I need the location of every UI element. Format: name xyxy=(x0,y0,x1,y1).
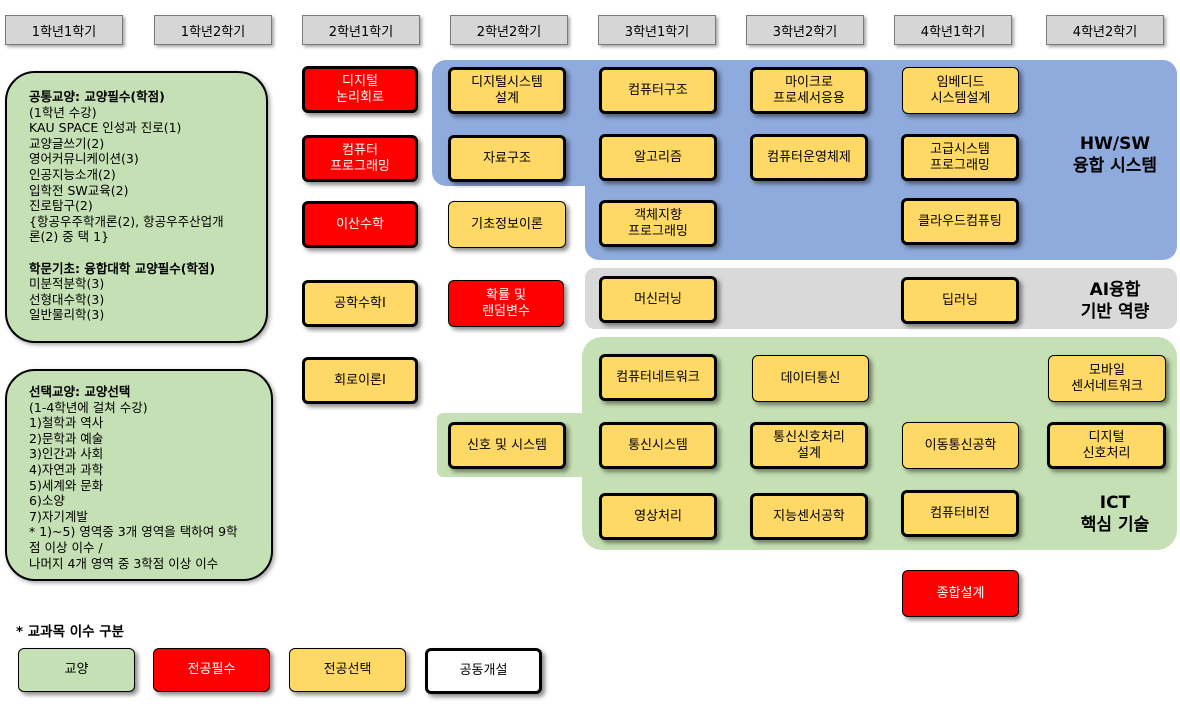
course-data-communication[interactable]: 데이터통신 xyxy=(752,355,869,402)
track-label-ai: AI융합 기반 역량 xyxy=(1080,280,1150,322)
elective-line: 나머지 4개 영역 중 3학점 이상 이수 xyxy=(29,555,219,571)
course-embedded-system[interactable]: 임베디드 시스템설계 xyxy=(902,67,1019,114)
course-computer-network[interactable]: 컴퓨터네트워크 xyxy=(599,354,717,401)
elective-line: 6)소양 xyxy=(29,493,65,509)
semester-header-4-2: 4학년2학기 xyxy=(1046,15,1164,45)
course-mobile-sensor-network[interactable]: 모바일 센서네트워크 xyxy=(1048,355,1166,402)
semester-header-1-1: 1학년1학기 xyxy=(5,15,123,45)
course-microprocessor[interactable]: 마이크로 프로세서응용 xyxy=(750,67,868,114)
elective-line: 1)철학과 역사 xyxy=(29,415,104,431)
course-communication-signal-processing[interactable]: 통신신호처리 설계 xyxy=(750,422,868,469)
general-line: 교양글쓰기(2) xyxy=(29,135,105,151)
legend-joint-offered: 공동개설 xyxy=(425,648,542,694)
semester-header-3-2: 3학년2학기 xyxy=(746,15,864,45)
general-education-heading: 공통교양: 교양필수(학점) xyxy=(29,89,165,104)
course-engineering-math[interactable]: 공학수학I xyxy=(302,280,418,327)
semester-header-2-1: 2학년1학기 xyxy=(302,15,420,45)
general-line: 인공지능소개(2) xyxy=(29,166,116,182)
course-signals-systems[interactable]: 신호 및 시스템 xyxy=(448,422,566,469)
semester-header-3-1: 3학년1학기 xyxy=(598,15,716,45)
course-algorithms[interactable]: 알고리즘 xyxy=(599,134,717,181)
course-probability-random[interactable]: 확률 및 랜덤변수 xyxy=(448,280,564,327)
elective-line: * 1)~5) 영역중 3개 영역을 택하여 9학 xyxy=(29,524,238,540)
course-discrete-math[interactable]: 이산수학 xyxy=(302,201,418,248)
legend-general-education: 교양 xyxy=(18,648,135,692)
course-image-processing[interactable]: 영상처리 xyxy=(599,493,717,540)
course-circuit-theory[interactable]: 회로이론I xyxy=(302,357,418,404)
general-line: 진로탐구(2) xyxy=(29,198,93,214)
elective-line: 7)자기계발 xyxy=(29,508,88,524)
track-label-hwsw: HW/SW 융합 시스템 xyxy=(1072,134,1158,176)
foundation-line: 선형대수학(3) xyxy=(29,291,105,307)
general-line: {항공우주학개론(2), 항공우주산업개 xyxy=(29,213,224,229)
foundation-heading: 학문기초: 융합대학 교양필수(학점) xyxy=(29,260,216,276)
legend-title: * 교과목 이수 구분 xyxy=(16,624,125,640)
elective-line: 2)문학과 예술 xyxy=(29,430,104,446)
course-communication-system[interactable]: 통신시스템 xyxy=(599,422,717,469)
foundation-line: 일반물리학(3) xyxy=(29,307,105,323)
course-mobile-communication[interactable]: 이동통신공학 xyxy=(902,422,1019,469)
elective-line: (1-4학년에 걸쳐 수강) xyxy=(29,399,148,415)
elective-line: 점 이상 이수 / xyxy=(29,539,103,555)
course-oop[interactable]: 객체지향 프로그래밍 xyxy=(599,200,717,247)
general-education-panel: 공통교양: 교양필수(학점) (1학년 수강) KAU SPACE 인성과 진로… xyxy=(5,71,268,343)
course-intelligent-sensor[interactable]: 지능센서공학 xyxy=(750,493,868,540)
elective-heading: 선택교양: 교양선택 xyxy=(29,384,131,399)
course-advanced-system-programming[interactable]: 고급시스템 프로그래밍 xyxy=(901,134,1019,181)
general-line: (1학년 수강) xyxy=(29,104,97,120)
course-digital-signal-processing[interactable]: 디지털 신호처리 xyxy=(1047,422,1166,469)
course-capstone-design[interactable]: 종합설계 xyxy=(902,570,1019,617)
course-digital-logic[interactable]: 디지털 논리회로 xyxy=(302,66,418,113)
foundation-line: 미분적분학(3) xyxy=(29,276,105,292)
course-machine-learning[interactable]: 머신러닝 xyxy=(599,276,717,323)
course-digital-system-design[interactable]: 디지털시스템 설계 xyxy=(448,67,566,114)
course-computer-programming[interactable]: 컴퓨터 프로그래밍 xyxy=(302,135,418,182)
course-deep-learning[interactable]: 딥러닝 xyxy=(901,277,1019,324)
general-line: 입학전 SW교육(2) xyxy=(29,182,129,198)
semester-header-4-1: 4학년1학기 xyxy=(894,15,1012,45)
course-basic-information-theory[interactable]: 기초정보이론 xyxy=(448,201,566,248)
course-operating-system[interactable]: 컴퓨터운영체제 xyxy=(750,134,868,181)
general-line: 영어커뮤니케이션(3) xyxy=(29,151,139,167)
elective-line: 4)자연과 과학 xyxy=(29,461,104,477)
course-computer-architecture[interactable]: 컴퓨터구조 xyxy=(599,67,717,114)
elective-line: 5)세계와 문화 xyxy=(29,477,104,493)
elective-line: 3)인간과 사회 xyxy=(29,446,104,462)
track-label-ict: ICT 핵심 기술 xyxy=(1080,493,1150,535)
semester-header-1-2: 1학년2학기 xyxy=(154,15,272,45)
course-cloud-computing[interactable]: 클라우드컴퓨팅 xyxy=(901,198,1019,245)
legend-major-elective: 전공선택 xyxy=(289,648,406,692)
course-data-structure[interactable]: 자료구조 xyxy=(448,135,566,182)
general-line: 론(2) 중 택 1} xyxy=(29,229,110,245)
course-computer-vision[interactable]: 컴퓨터비전 xyxy=(901,490,1019,537)
elective-education-panel: 선택교양: 교양선택 (1-4학년에 걸쳐 수강) 1)철학과 역사 2)문학과… xyxy=(5,369,273,581)
legend-major-required: 전공필수 xyxy=(153,648,270,692)
semester-header-2-2: 2학년2학기 xyxy=(450,15,568,45)
general-line: KAU SPACE 인성과 진로(1) xyxy=(29,120,182,136)
